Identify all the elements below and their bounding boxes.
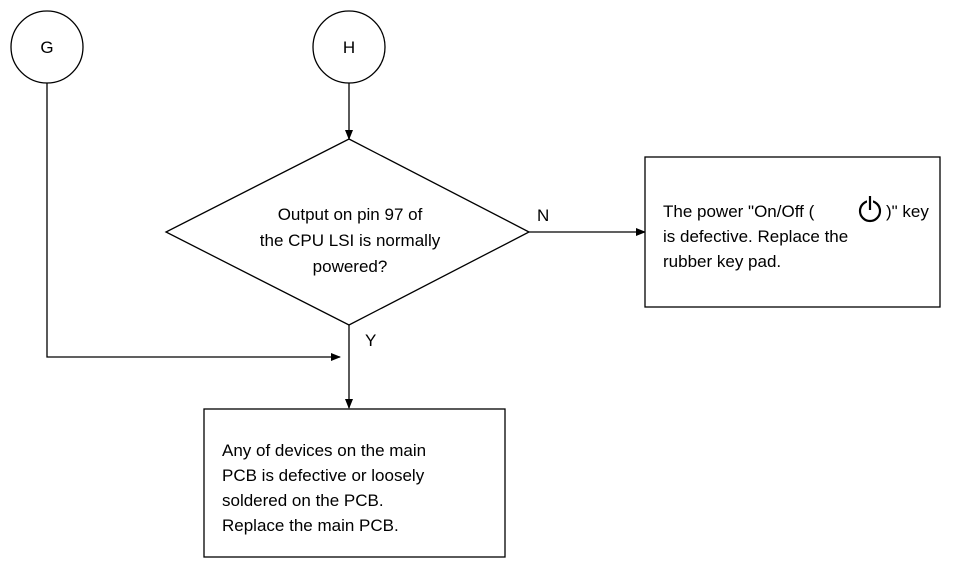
edge-label-no: N — [537, 206, 549, 225]
result-yes-line-3: soldered on the PCB. — [222, 491, 384, 510]
connector-h: H — [312, 10, 386, 84]
result-no-box — [644, 156, 941, 308]
result-yes-line-1: Any of devices on the main — [222, 441, 426, 460]
connector-g: G — [10, 10, 84, 84]
decision-line-1: Output on pin 97 of — [278, 205, 423, 224]
edge-g-to-merge — [46, 83, 341, 361]
result-no-line-3: rubber key pad. — [663, 252, 781, 271]
result-no-line-1a: The power "On/Off ( — [663, 202, 815, 221]
result-yes-line-2: PCB is defective or loosely — [222, 466, 425, 485]
result-yes-box — [203, 408, 506, 558]
result-yes-line-4: Replace the main PCB. — [222, 516, 399, 535]
result-no-node: The power "On/Off ( )" key is defective.… — [644, 156, 941, 308]
result-no-line-1b: )" key — [886, 202, 929, 221]
decision-line-3: powered? — [313, 257, 388, 276]
result-no-line-2: is defective. Replace the — [663, 227, 848, 246]
connector-g-label: G — [40, 38, 53, 57]
connector-h-label: H — [343, 38, 355, 57]
power-icon — [858, 195, 882, 223]
edge-label-yes: Y — [365, 331, 376, 350]
decision-line-2: the CPU LSI is normally — [260, 231, 441, 250]
result-yes-node: Any of devices on the main PCB is defect… — [203, 408, 506, 558]
decision-node: Output on pin 97 of the CPU LSI is norma… — [164, 138, 531, 326]
